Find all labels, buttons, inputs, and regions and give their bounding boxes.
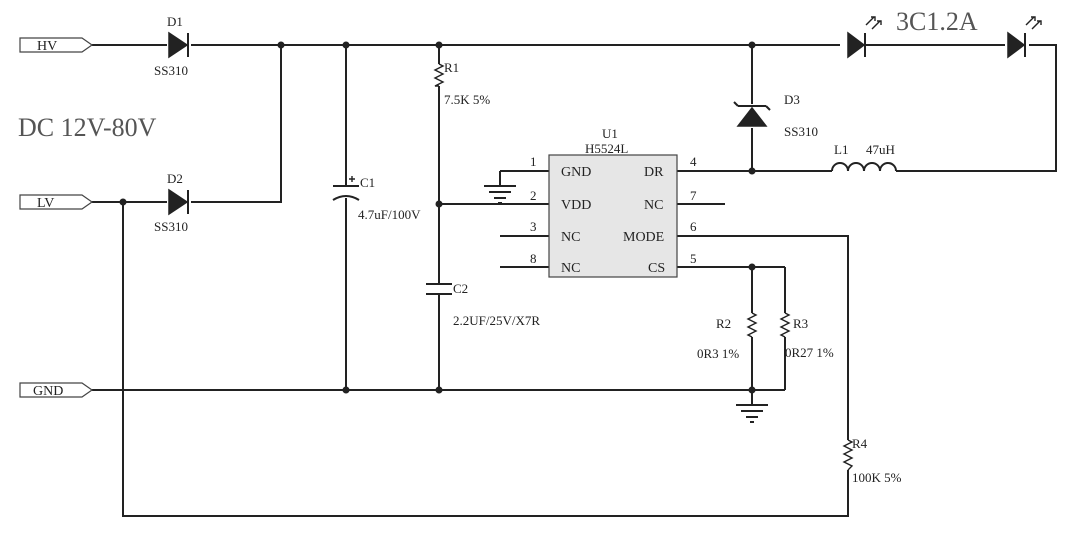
r2-value: 0R3 1% — [697, 346, 739, 361]
wires — [92, 44, 1057, 517]
c1-ref: C1 — [360, 175, 375, 190]
pin-num-6: 6 — [690, 219, 697, 234]
d3-value: SS310 — [784, 124, 818, 139]
r1-value: 7.5K 5% — [444, 92, 490, 107]
port-gnd: GND — [19, 382, 94, 399]
pin-num-2: 2 — [530, 188, 537, 203]
capacitor-c2: C2 2.2UF/25V/X7R — [426, 281, 540, 328]
diode-d1: D1 SS310 — [154, 14, 189, 78]
port-lv: LV — [19, 194, 94, 211]
r1-ref: R1 — [444, 60, 459, 75]
c1-value: 4.7uF/100V — [358, 207, 421, 222]
port-lv-label: LV — [37, 196, 54, 211]
led-2 — [1007, 16, 1042, 59]
pin-num-8: 8 — [530, 251, 537, 266]
resistor-r2: R2 0R3 1% — [697, 312, 758, 361]
d2-ref: D2 — [167, 171, 183, 186]
pin-num-1: 1 — [530, 154, 537, 169]
resistor-r4: R4 100K 5% — [842, 436, 902, 485]
d1-value: SS310 — [154, 63, 188, 78]
pin-name-3: NC — [561, 230, 580, 245]
r3-ref: R3 — [793, 316, 808, 331]
capacitor-c1: C1 4.7uF/100V — [332, 175, 421, 222]
pin-num-3: 3 — [530, 219, 537, 234]
resistor-r3: R3 0R27 1% — [779, 312, 834, 360]
c2-value: 2.2UF/25V/X7R — [453, 313, 540, 328]
junction-dots — [119, 41, 756, 394]
pin-num-7: 7 — [690, 188, 697, 203]
pin-num-4: 4 — [690, 154, 697, 169]
port-gnd-label: GND — [33, 384, 63, 399]
diode-d3: D3 SS310 — [733, 92, 818, 139]
l1-ref: L1 — [834, 142, 848, 157]
pin-name-1: GND — [561, 165, 591, 180]
pin-name-8: NC — [561, 261, 580, 276]
port-hv-label: HV — [37, 39, 57, 54]
ic-u1: U1 H5524L 1 GND 2 VDD 3 NC 8 NC 4 DR 7 N… — [530, 126, 697, 278]
r4-ref: R4 — [852, 436, 868, 451]
led-1 — [847, 16, 882, 59]
u1-part: H5524L — [585, 141, 628, 156]
u1-ref: U1 — [602, 126, 618, 141]
pin-name-4: DR — [644, 165, 664, 180]
ground-symbol-sense — [736, 404, 768, 423]
c2-ref: C2 — [453, 281, 468, 296]
pin-name-5: CS — [648, 261, 665, 276]
r2-ref: R2 — [716, 316, 731, 331]
resistor-r1: R1 7.5K 5% — [433, 60, 490, 107]
r4-value: 100K 5% — [852, 470, 902, 485]
ground-symbol-ic — [484, 185, 516, 204]
d2-value: SS310 — [154, 219, 188, 234]
d1-ref: D1 — [167, 14, 183, 29]
d3-ref: D3 — [784, 92, 800, 107]
r3-value: 0R27 1% — [785, 345, 834, 360]
pin-name-7: NC — [644, 198, 663, 213]
inductor-l1: L1 47uH — [831, 142, 897, 172]
diode-d2: D2 SS310 — [154, 171, 189, 234]
pin-num-5: 5 — [690, 251, 697, 266]
l1-value: 47uH — [866, 142, 895, 157]
pin-name-2: VDD — [561, 198, 591, 213]
pin-name-6: MODE — [623, 230, 664, 245]
port-hv: HV — [19, 37, 94, 54]
input-range-label: DC 12V-80V — [18, 113, 157, 142]
led-string-label: 3C1.2A — [896, 7, 978, 36]
